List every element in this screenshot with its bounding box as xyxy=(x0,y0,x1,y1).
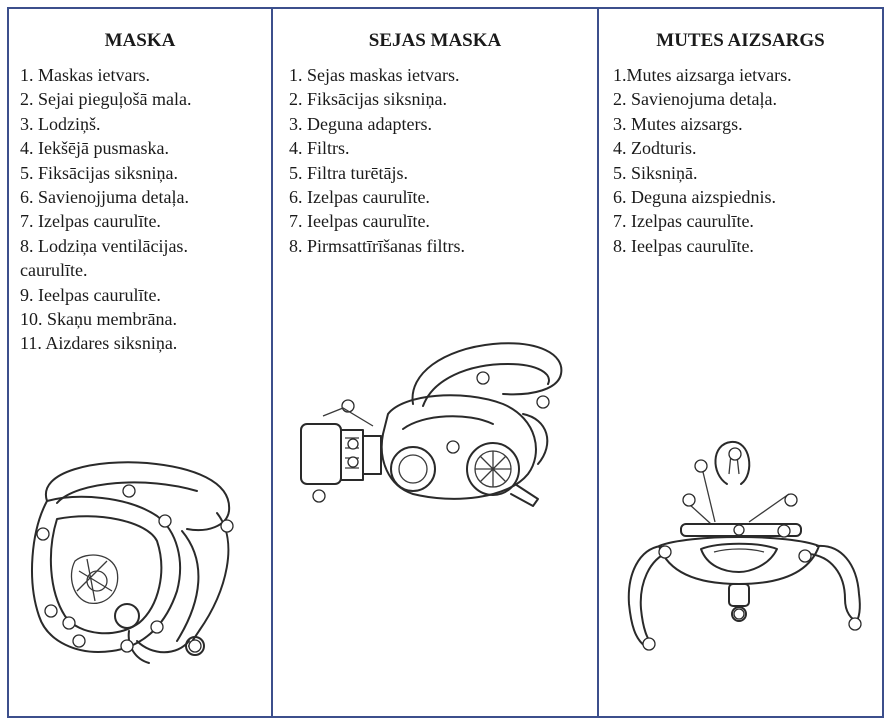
list-item: 4. Iekšējā pusmaska. xyxy=(20,138,169,159)
list-item: 8. Ieelpas caurulīte. xyxy=(613,235,754,256)
list-item: 8. Pirmsattīrīšanas filtrs. xyxy=(289,235,465,256)
list-item: 6. Izelpas caurulīte. xyxy=(289,187,430,208)
list-item: 5. Filtra turētājs. xyxy=(289,162,408,183)
list-item: 8. Lodziņa ventilācijas. xyxy=(20,235,188,256)
list-item: 5. Siksniņā. xyxy=(613,162,698,183)
list-item: 3. Lodziņš. xyxy=(20,113,101,134)
column-title: SEJAS MASKA xyxy=(368,30,502,51)
column-title: MASKA xyxy=(104,30,176,51)
column-mutes-aizsargs: MUTES AIZSARGS 1.Mutes aizsarga ietvars.… xyxy=(599,9,882,716)
list-item: 4. Zodturis. xyxy=(613,138,697,159)
list-item: 3. Mutes aizsargs. xyxy=(613,113,743,134)
list-item: 6. Deguna aizspiednis. xyxy=(613,187,776,208)
mouth-guard-drawing xyxy=(619,434,874,664)
list-item: 2. Sejai pieguļošā mala. xyxy=(20,89,192,110)
item-list: 1. Maskas ietvars. 2. Sejai pieguļošā ma… xyxy=(9,63,271,356)
list-item: 9. Ieelpas caurulīte. xyxy=(20,284,161,305)
list-item: 1. Sejas maskas ietvars. xyxy=(289,65,460,85)
list-item: 7. Ieelpas caurulīte. xyxy=(289,211,430,232)
list-item: 1. Maskas ietvars. xyxy=(20,65,150,85)
list-item: 2. Fiksācijas siksniņa. xyxy=(289,89,447,110)
list-item: 7. Izelpas caurulīte. xyxy=(20,211,161,232)
list-item: caurulīte. xyxy=(20,260,88,281)
half-face-mask-drawing xyxy=(293,334,578,514)
list-item: 5. Fiksācijas siksniņa. xyxy=(20,162,178,183)
list-item: 1.Mutes aizsarga ietvars. xyxy=(613,65,792,85)
column-title: MUTES AIZSARGS xyxy=(656,30,825,51)
list-item: 7. Izelpas caurulīte. xyxy=(613,211,754,232)
list-item: 6. Savienojjuma detaļa. xyxy=(20,187,189,208)
item-list: 1. Sejas maskas ietvars. 2. Fiksācijas s… xyxy=(273,63,597,258)
full-face-mask-drawing xyxy=(17,441,257,681)
list-item: 4. Filtrs. xyxy=(289,138,350,159)
item-list: 1.Mutes aizsarga ietvars. 2. Savienojuma… xyxy=(599,63,882,258)
list-item: 10. Skaņu membrāna. xyxy=(20,309,177,330)
column-sejas-maska: SEJAS MASKA 1. Sejas maskas ietvars. 2. … xyxy=(273,9,599,716)
column-maska: MASKA 1. Maskas ietvars. 2. Sejai pieguļ… xyxy=(9,9,273,716)
list-item: 3. Deguna adapters. xyxy=(289,113,432,134)
list-item: 2. Savienojuma detaļa. xyxy=(613,89,777,110)
comparison-table: MASKA 1. Maskas ietvars. 2. Sejai pieguļ… xyxy=(7,7,884,718)
list-item: 11. Aizdares siksniņa. xyxy=(20,333,178,354)
